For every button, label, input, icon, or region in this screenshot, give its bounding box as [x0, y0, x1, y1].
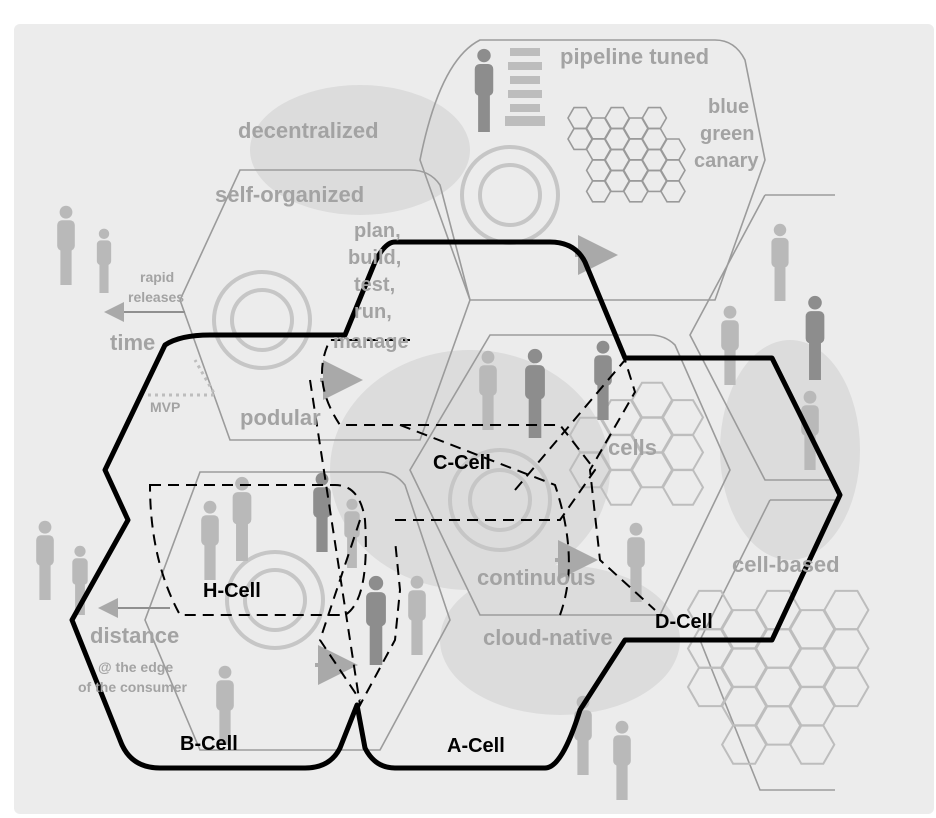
label-build: build,	[348, 247, 401, 269]
label-run: run,	[354, 301, 392, 323]
label-b-cell: B-Cell	[180, 733, 238, 755]
label-cell-based: cell-based	[732, 552, 840, 577]
cell-labels: C-Cell H-Cell D-Cell B-Cell A-Cell	[180, 452, 713, 757]
cells-hexes	[568, 381, 705, 506]
label-c-cell: C-Cell	[433, 452, 491, 474]
person-figure	[525, 348, 545, 438]
person-figure	[771, 223, 789, 301]
label-blue: blue	[708, 96, 749, 118]
label-pipeline-tuned: pipeline tuned	[560, 44, 709, 69]
person-figure	[57, 205, 75, 285]
label-decentralized: decentralized	[238, 118, 379, 143]
person-figure	[366, 575, 386, 665]
thin-hexagon-grid	[144, 39, 835, 791]
label-time: time	[110, 330, 155, 355]
mini-hexagon	[789, 724, 836, 765]
person-figure	[72, 545, 88, 615]
person-figure	[627, 522, 645, 602]
mvp-dotted-path	[148, 359, 218, 397]
mini-hexagon	[660, 180, 686, 203]
label-canary: canary	[694, 150, 759, 172]
person-figure	[216, 665, 234, 745]
label-mvp: MVP	[150, 399, 180, 415]
label-edge-line2: of the consumer	[78, 679, 187, 695]
person-figure	[201, 500, 219, 580]
mini-hexagon	[720, 724, 768, 765]
person-figure	[594, 340, 612, 420]
bold-cell-outlines	[69, 239, 843, 771]
label-continuous: continuous	[477, 565, 596, 590]
person-figure	[805, 295, 825, 380]
person-figure	[96, 228, 112, 293]
label-h-cell: H-Cell	[203, 580, 261, 602]
mini-hexagon	[823, 666, 870, 708]
person-figure	[474, 48, 494, 132]
label-releases: releases	[128, 289, 184, 305]
person-figure	[36, 520, 54, 600]
left-arrows	[98, 302, 185, 618]
person-figure	[801, 390, 819, 470]
person-figure	[721, 305, 739, 385]
concept-labels: decentralized self-organized pipeline tu…	[78, 44, 840, 695]
blue-green-canary-hexes	[567, 106, 686, 203]
label-self-organized: self-organized	[215, 182, 364, 207]
label-edge-line1: @ the edge	[98, 659, 173, 675]
label-d-cell: D-Cell	[655, 611, 713, 633]
person-figure	[479, 350, 497, 430]
label-manage: manage	[333, 331, 409, 353]
person-figure	[232, 476, 252, 561]
label-distance: distance	[90, 623, 179, 648]
person-figure	[408, 575, 426, 655]
label-cells: cells	[608, 435, 657, 460]
spring-icon	[505, 48, 545, 126]
label-test: test,	[354, 274, 395, 296]
label-plan: plan,	[354, 220, 401, 242]
label-a-cell: A-Cell	[447, 735, 505, 757]
label-green: green	[700, 123, 754, 145]
cell-based-hexes	[686, 589, 870, 765]
label-rapid: rapid	[140, 269, 174, 285]
label-podular: podular	[240, 405, 321, 430]
person-figure	[613, 720, 631, 800]
people-figures	[36, 48, 825, 800]
label-cloud-native: cloud-native	[483, 625, 613, 650]
dashed-cell-outlines	[148, 339, 656, 709]
mini-hexagon	[661, 469, 705, 506]
person-figure	[344, 498, 360, 568]
